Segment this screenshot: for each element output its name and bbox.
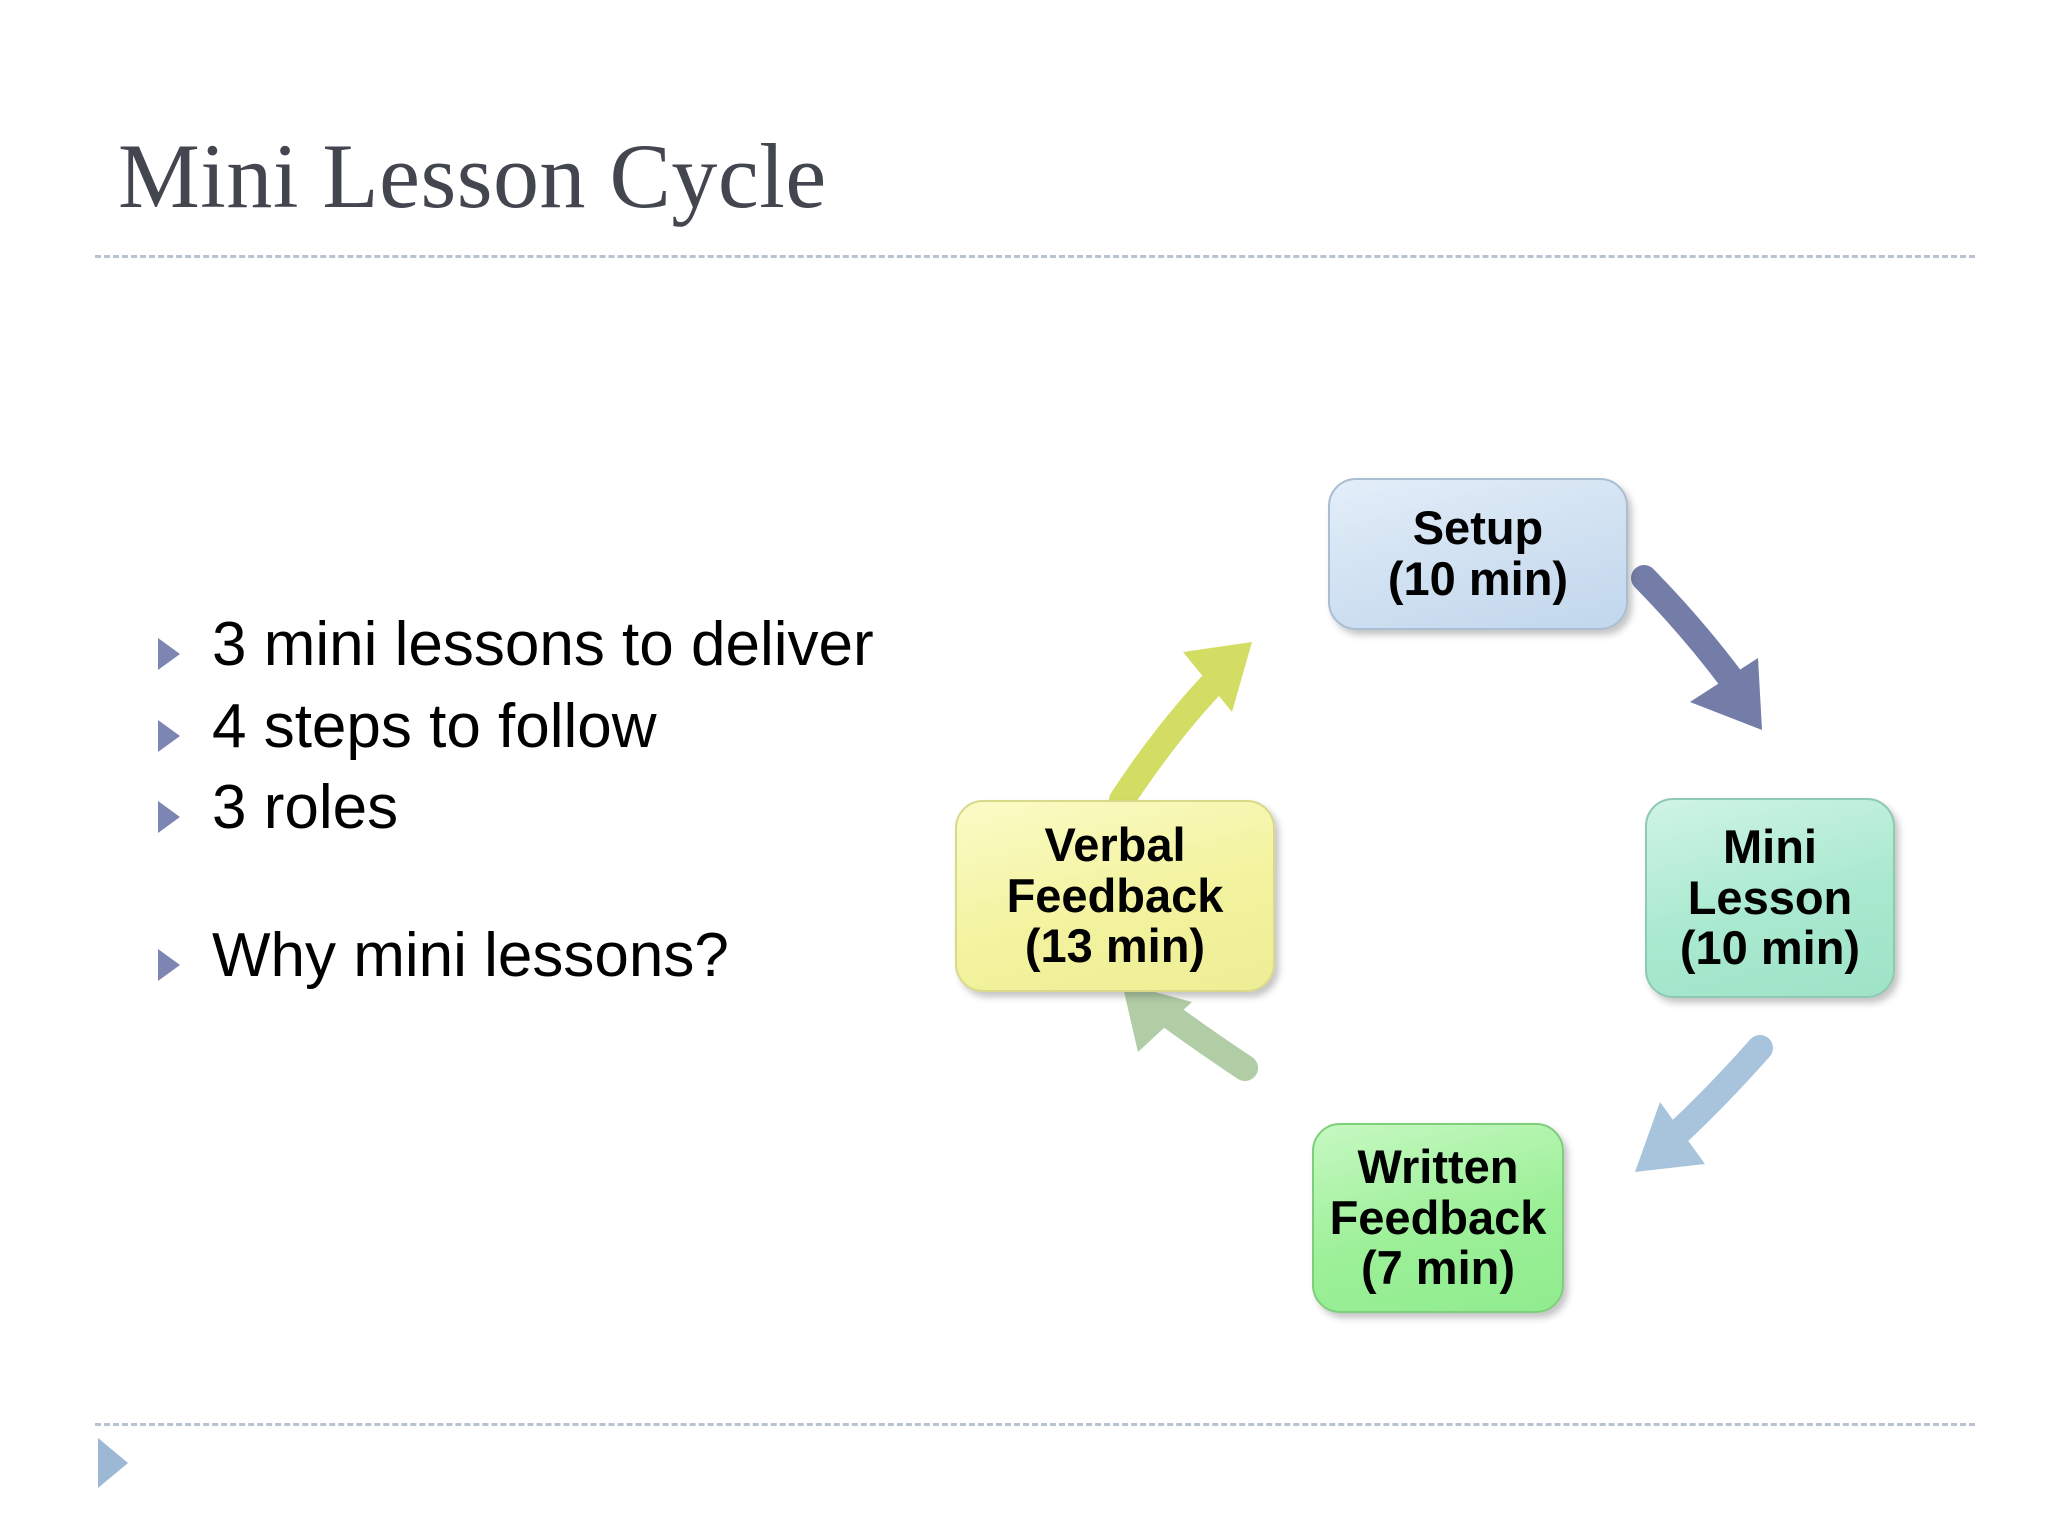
arrow-mini-to-written-icon (1635, 1035, 1773, 1172)
bullet-list: 3 mini lessons to deliver 4 steps to fol… (158, 612, 918, 1005)
list-item-label: 4 steps to follow (212, 691, 657, 761)
list-item: Why mini lessons? (158, 923, 918, 989)
arrow-written-to-verbal-icon (1122, 983, 1258, 1081)
mini-lesson-cycle-diagram: Setup (10 min) Mini Lesson (10 min) Writ… (900, 430, 2020, 1370)
list-item: 4 steps to follow (158, 691, 918, 761)
list-item-label: Why mini lessons? (212, 921, 729, 991)
title-divider (95, 255, 1975, 258)
list-item: 3 mini lessons to deliver (158, 612, 918, 678)
cycle-node-mini-lesson[interactable]: Mini Lesson (10 min) (1645, 798, 1895, 998)
triangle-bullet-icon (158, 719, 180, 752)
list-item: 3 roles (158, 775, 918, 841)
cycle-node-setup[interactable]: Setup (10 min) (1328, 478, 1628, 630)
triangle-advance-icon[interactable] (98, 1438, 128, 1488)
footer-divider (95, 1423, 1975, 1426)
triangle-bullet-icon (158, 949, 180, 982)
list-item-label: 3 mini lessons to deliver (212, 610, 874, 679)
page-title: Mini Lesson Cycle (118, 125, 827, 227)
cycle-node-verbal-feedback[interactable]: Verbal Feedback (13 min) (955, 800, 1275, 992)
triangle-bullet-icon (158, 801, 180, 834)
arrow-setup-to-mini-icon (1631, 565, 1762, 730)
list-item-label: 3 roles (212, 773, 399, 843)
triangle-bullet-icon (158, 638, 180, 670)
cycle-node-written-feedback[interactable]: Written Feedback (7 min) (1312, 1123, 1564, 1313)
arrow-verbal-to-setup-icon (1109, 642, 1252, 813)
